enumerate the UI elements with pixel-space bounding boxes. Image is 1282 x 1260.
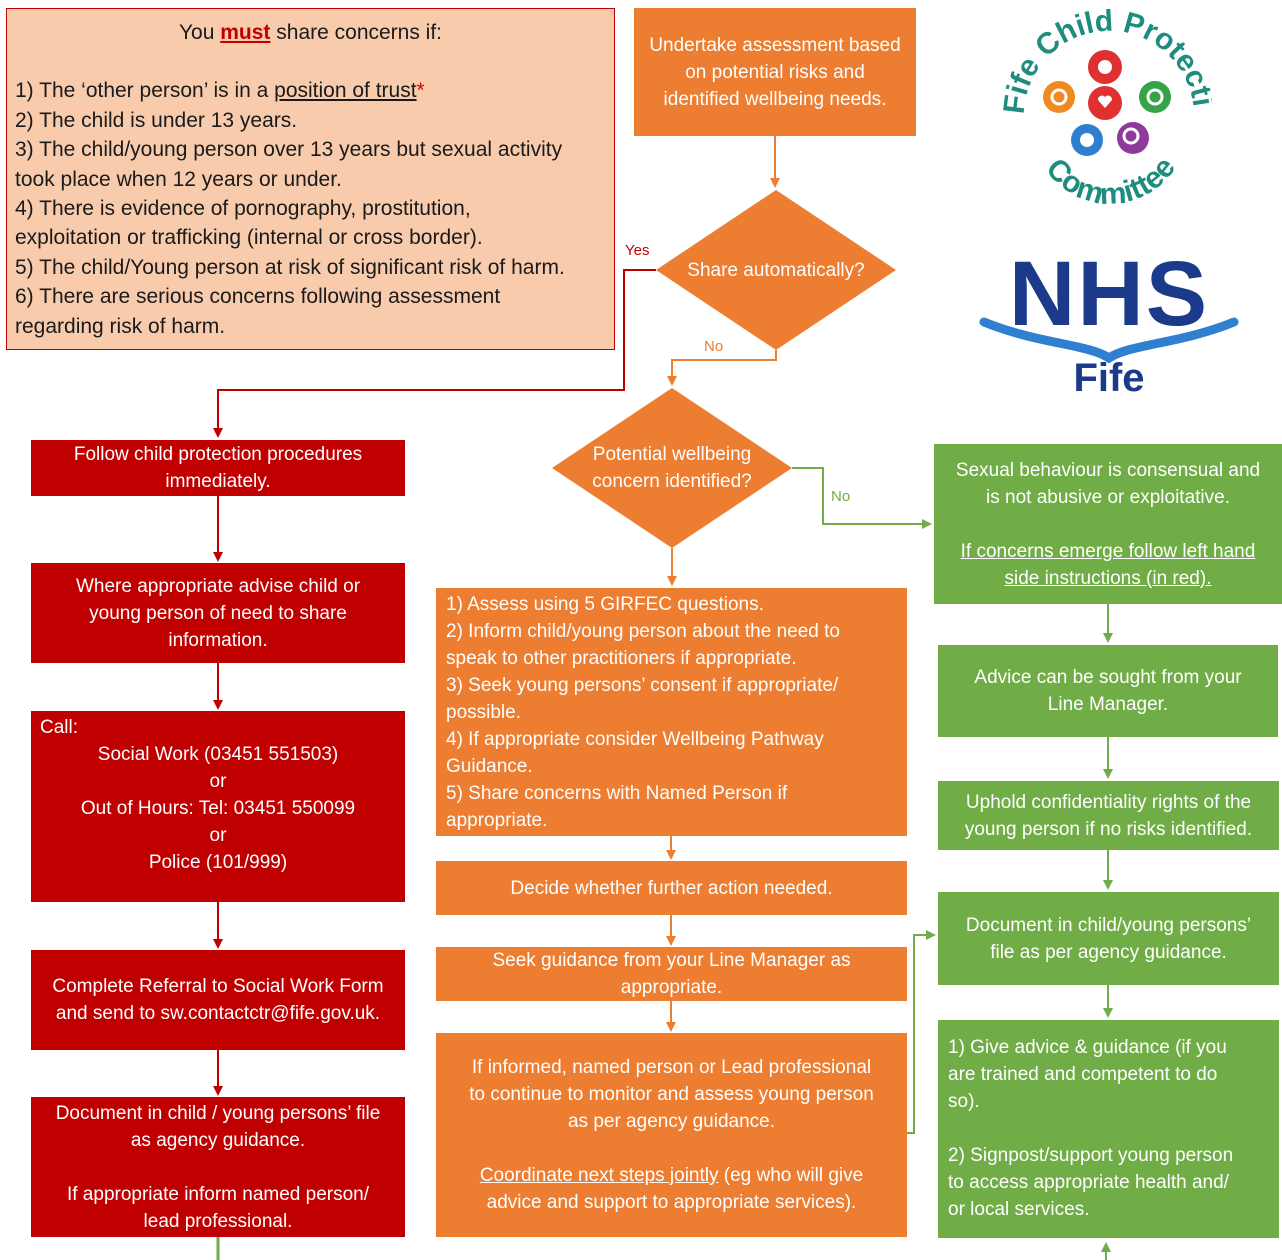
must-item-1: 1) The ‘other person’ is in a position o… (15, 79, 425, 103)
share-diamond-shape (656, 190, 896, 350)
document-file-box-right: Document in child/young persons’ file as… (938, 892, 1279, 985)
document-file-box-left: Document in child / young persons’ file … (31, 1097, 405, 1237)
no-label-wellbeing: No (831, 488, 851, 505)
must-item-3: 3) The child/young person over 13 years … (15, 138, 563, 191)
yes-label: Yes (625, 242, 650, 259)
wellbeing-diamond-shape (552, 388, 792, 548)
nhs-fife-logo: NHS Fife (978, 243, 1240, 406)
uphold-confidentiality-box: Uphold confidentiality rights of the you… (938, 781, 1279, 850)
share-automatically-question: Share automatically? (687, 259, 865, 281)
seek-guidance-box: Seek guidance from your Line Manager as … (436, 947, 907, 1001)
nhs-wordmark: NHS (1008, 243, 1210, 345)
svg-text:Committee: Committee (1039, 151, 1182, 210)
out-of-hours-number: Out of Hours: Tel: 03451 550099 (80, 798, 356, 819)
follow-procedures-box: Follow child protection procedures immed… (31, 440, 405, 496)
wellbeing-concern-question: Potential wellbeing concern identified? (592, 444, 752, 492)
call-numbers-box: Call: Social Work (03451 551503) or Out … (31, 711, 405, 902)
girfec-assessment-box: 1) Assess using 5 GIRFEC questions. 2) I… (436, 588, 907, 836)
advise-child-box: Where appropriate advise child or young … (31, 563, 405, 663)
monitor-assess-box: If informed, named person or Lead profes… (436, 1033, 907, 1237)
decide-action-box: Decide whether further action needed. (436, 861, 907, 915)
coordinate-next-steps-link: Coordinate next steps jointly (479, 1165, 719, 1186)
social-work-number: Social Work (03451 551503) (97, 744, 339, 765)
must-item-2: 2) The child is under 13 years. (15, 108, 298, 132)
nhs-fife-wordmark: Fife (1073, 356, 1145, 400)
police-number: Police (101/999) (148, 852, 288, 873)
must-item-5: 5) The child/Young person at risk of sig… (15, 255, 565, 279)
must-item-6: 6) There are serious concerns following … (15, 285, 501, 338)
consensual-behaviour-box: Sexual behaviour is consensual and is no… (934, 444, 1282, 604)
no-label-share: No (704, 338, 724, 355)
left-hand-instructions-note: If concerns emerge follow left hand (960, 540, 1256, 562)
must-share-title: You must share concerns if: (178, 21, 443, 44)
must-share-concerns-box: You must share concerns if: 1) The ‘othe… (6, 8, 615, 350)
referral-form-box: Complete Referral to Social Work Form an… (31, 950, 405, 1050)
line-manager-advice-box: Advice can be sought from your Line Mana… (938, 645, 1278, 737)
undertake-assessment-box: Undertake assessment based on potential … (634, 8, 916, 136)
child-protection-committee-logo: Fife Child Protection Committee (993, 0, 1220, 211)
advice-signpost-box: 1) Give advice & guidance (if you are tr… (938, 1020, 1279, 1238)
must-item-4: 4) There is evidence of pornography, pro… (15, 197, 483, 250)
call-label: Call: (40, 717, 79, 738)
